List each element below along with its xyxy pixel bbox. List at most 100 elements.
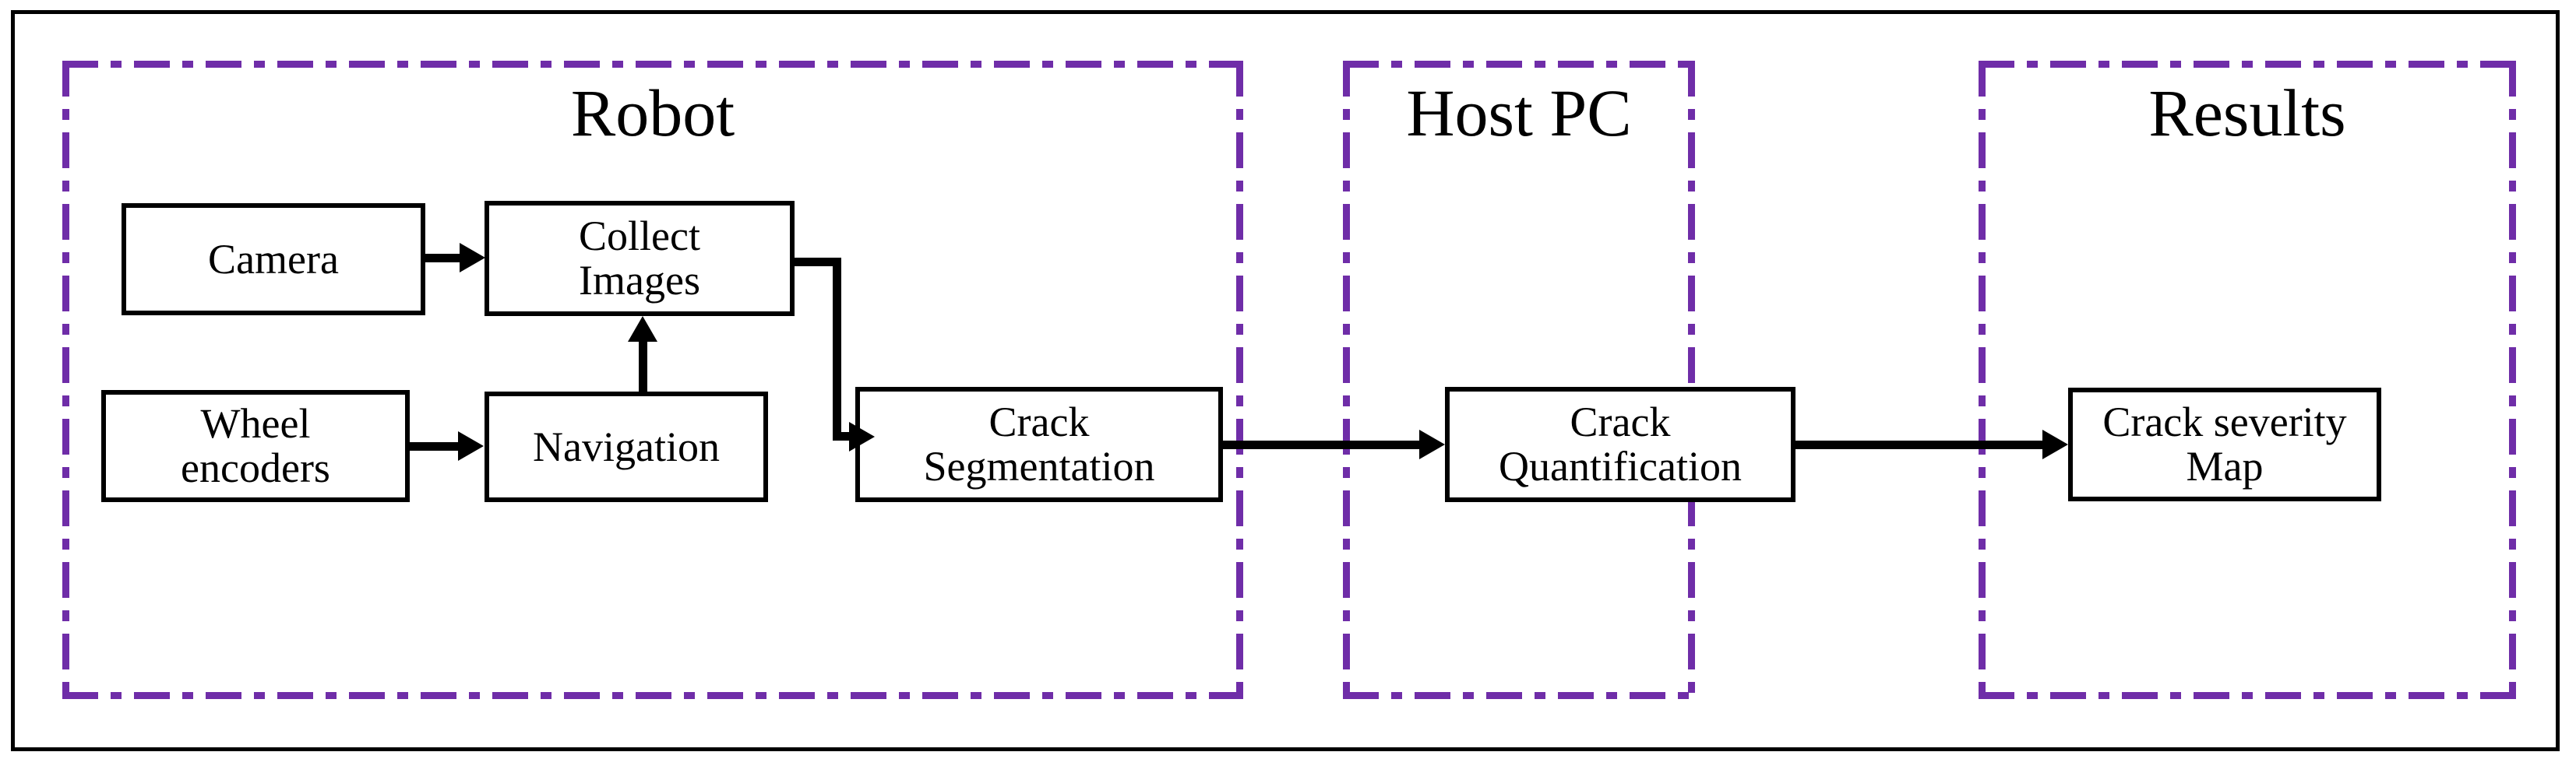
group-border-segment [1343, 347, 1350, 383]
group-border-segment [1688, 181, 1695, 192]
group-border-segment [2265, 692, 2301, 699]
group-border-segment [1236, 61, 1243, 97]
node-collect-images-line2: Images [579, 257, 700, 304]
group-border-segment [1236, 324, 1243, 335]
group-border-segment [612, 692, 623, 699]
group-border-segment [1979, 610, 1986, 621]
group-title-results: Results [2148, 76, 2346, 150]
node-crack-quantification-line2: Quantification [1499, 443, 1742, 490]
group-border-segment [2509, 419, 2516, 455]
group-border-segment [707, 692, 743, 699]
edge-wheel-encoders-to-navigation-line [410, 442, 460, 451]
group-border-segment [1343, 61, 1379, 68]
group-border-segment [1343, 562, 1350, 598]
group-border-segment [1535, 692, 1545, 699]
group-border-segment [1343, 204, 1350, 240]
group-border-segment [1979, 634, 1986, 669]
group-border-segment [1688, 539, 1695, 550]
group-border-segment [1688, 610, 1695, 621]
group-border-segment [1678, 692, 1689, 699]
group-border-segment [254, 692, 265, 699]
group-border-segment [421, 61, 456, 68]
group-border-segment [2480, 692, 2516, 699]
group-border-segment [971, 61, 981, 68]
group-border-segment [2099, 61, 2109, 68]
group-border-segment [1688, 61, 1695, 97]
group-border-segment [564, 61, 600, 68]
group-border-segment [1463, 692, 1474, 699]
group-border-segment [134, 692, 170, 699]
node-wheel-encoders[interactable]: Wheel encoders [101, 390, 410, 502]
edge-crack-quantification-to-crack-severity-map-arrowhead [2042, 430, 2068, 459]
group-border-segment [469, 692, 480, 699]
group-border-segment [111, 61, 122, 68]
group-border-segment [1415, 692, 1450, 699]
group-border-segment [1236, 539, 1243, 550]
group-border-segment [1343, 539, 1350, 550]
edge-camera-to-collect-images-arrowhead [460, 243, 485, 272]
group-border-segment [994, 61, 1030, 68]
node-crack-quantification[interactable]: Crack Quantification [1445, 387, 1795, 502]
group-border-segment [1236, 276, 1243, 311]
node-crack-severity-map[interactable]: Crack severity Map [2068, 388, 2381, 501]
group-border-segment [2337, 61, 2373, 68]
group-border-segment [1979, 61, 1986, 97]
group-border-segment [2409, 692, 2444, 699]
group-border-segment [1042, 61, 1053, 68]
group-border-segment [2509, 61, 2516, 97]
group-border-segment [922, 692, 958, 699]
node-wheel-encoders-line1: Wheel [200, 400, 311, 448]
group-border-segment [62, 467, 69, 478]
group-border-segment [62, 204, 69, 240]
group-border-segment [756, 692, 766, 699]
group-border-segment [1343, 324, 1350, 335]
group-border-segment [2509, 109, 2516, 120]
group-title-host-pc: Host PC [1406, 76, 1632, 150]
node-collect-images-line1: Collect [579, 213, 700, 260]
group-border-segment [2509, 324, 2516, 335]
group-border-segment [1486, 692, 1522, 699]
group-border-segment [492, 692, 528, 699]
group-border-segment [1114, 61, 1125, 68]
group-border-segment [1688, 490, 1695, 526]
node-navigation-line1: Navigation [533, 423, 720, 470]
group-border-segment [277, 692, 313, 699]
group-border-segment [1979, 692, 2014, 699]
node-collect-images[interactable]: Collect Images [485, 201, 795, 316]
node-wheel-encoders-line2: encoders [181, 444, 330, 491]
group-border-segment [1606, 61, 1617, 68]
group-border-segment [1343, 132, 1350, 168]
group-border-segment [62, 682, 69, 693]
node-navigation[interactable]: Navigation [485, 392, 768, 502]
group-border-segment [827, 692, 838, 699]
group-border-segment [2170, 692, 2181, 699]
group-border-segment [1688, 252, 1695, 263]
group-border-segment [827, 61, 838, 68]
group-border-segment [1343, 419, 1350, 455]
node-crack-segmentation[interactable]: Crack Segmentation [855, 387, 1223, 502]
group-border-segment [2242, 692, 2253, 699]
group-border-segment [1979, 419, 1986, 455]
group-border-segment [1979, 682, 1986, 693]
group-border-segment [349, 61, 385, 68]
group-border-segment [1979, 204, 1986, 240]
edge-collect-images-to-crack-segmentation-arrowhead [849, 422, 875, 452]
group-border-segment [2050, 692, 2086, 699]
node-crack-severity-map-line2: Map [2186, 443, 2264, 490]
group-border-segment [1688, 324, 1695, 335]
group-border-segment [1688, 204, 1695, 240]
group-border-segment [349, 692, 385, 699]
group-border-segment [1236, 347, 1243, 383]
group-border-segment [2050, 61, 2086, 68]
group-border-segment [2385, 61, 2396, 68]
group-border-segment [1343, 467, 1350, 478]
group-border-segment [62, 252, 69, 263]
group-border-segment [1486, 61, 1522, 68]
node-camera[interactable]: Camera [122, 203, 425, 315]
group-border-segment [1606, 692, 1617, 699]
group-border-segment [492, 61, 528, 68]
group-border-segment [684, 61, 695, 68]
group-border-segment [1343, 682, 1350, 693]
group-border-segment [899, 61, 910, 68]
group-border-segment [899, 692, 910, 699]
